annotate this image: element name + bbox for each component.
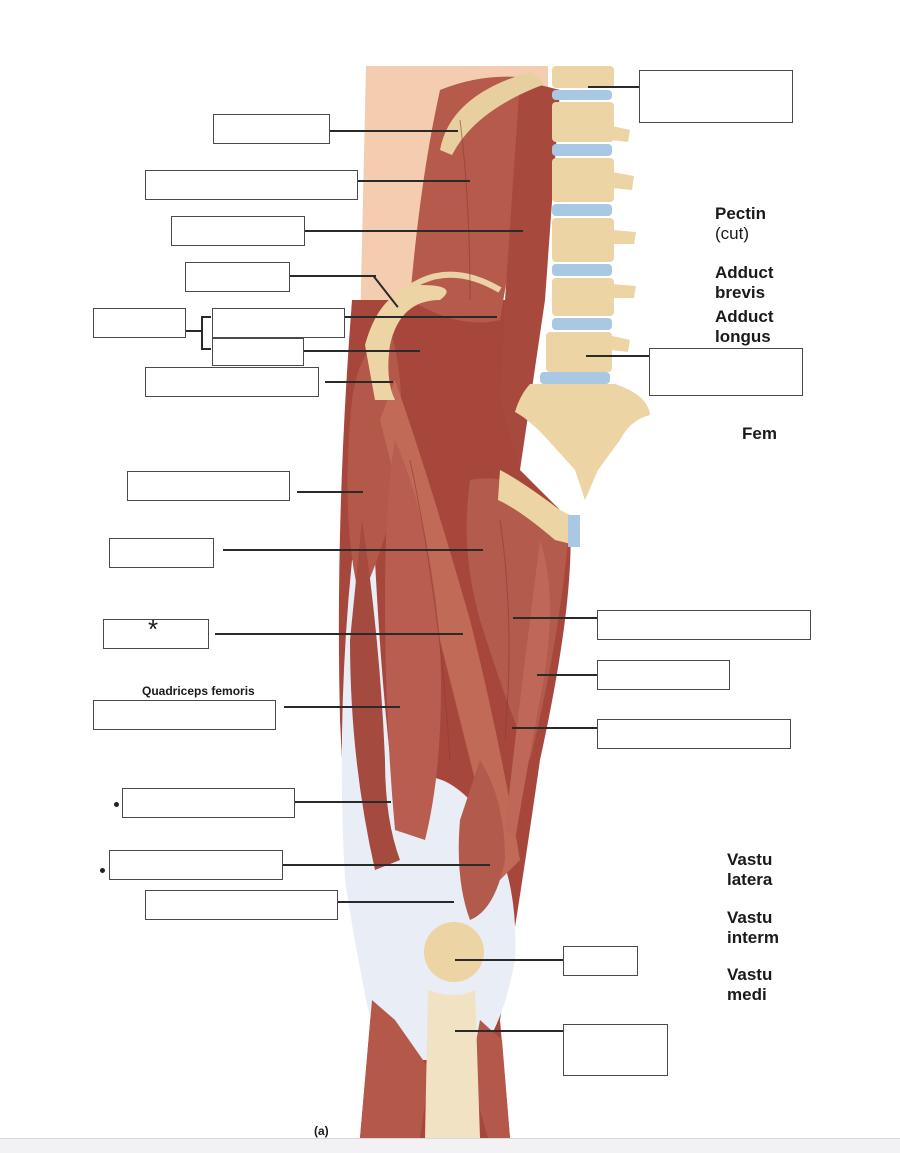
leader-line xyxy=(345,316,497,318)
leader-line xyxy=(537,674,598,676)
leader-line xyxy=(586,355,650,357)
bottom-bar xyxy=(0,1138,900,1153)
rectus-femoris xyxy=(385,440,441,840)
answer-box-3[interactable] xyxy=(171,216,305,246)
leader-line xyxy=(512,727,598,729)
side-label-adductor-longus: Adduct longus xyxy=(715,307,774,346)
leader-line xyxy=(283,864,490,866)
transverse-process xyxy=(612,284,636,298)
answer-box-5[interactable] xyxy=(93,308,186,338)
transverse-process xyxy=(612,336,630,352)
leader-line xyxy=(455,1030,563,1032)
vertebra xyxy=(552,218,614,262)
disc xyxy=(552,318,612,330)
answer-box-15[interactable] xyxy=(145,890,338,920)
side-label-femur: Fem xyxy=(742,424,777,443)
lower-leg xyxy=(360,1000,430,1138)
side-label-adductor-brevis: Adduct brevis xyxy=(715,263,774,302)
leader-line xyxy=(513,617,598,619)
leader-line xyxy=(295,801,391,803)
answer-box-7[interactable] xyxy=(212,338,304,366)
leader-line xyxy=(290,275,376,277)
leader-line xyxy=(338,901,454,903)
answer-box-11[interactable] xyxy=(103,619,209,649)
vastus-medialis xyxy=(458,760,505,920)
side-label-vastus-lateralis: Vastu latera xyxy=(727,850,773,889)
leader-line xyxy=(215,633,463,635)
leader-line xyxy=(297,491,363,493)
transverse-process xyxy=(612,230,636,244)
transverse-process xyxy=(612,126,630,142)
bracket xyxy=(201,316,211,350)
answer-box-13[interactable] xyxy=(122,788,295,818)
disc xyxy=(552,90,612,100)
answer-box-19[interactable] xyxy=(597,660,730,690)
leader-line xyxy=(455,959,563,961)
pubic-symphysis xyxy=(568,515,580,547)
leader-line xyxy=(330,130,458,132)
answer-box-21[interactable] xyxy=(563,946,638,976)
iliacus xyxy=(410,76,540,323)
quadriceps-femoris-label: Quadriceps femoris xyxy=(142,684,255,698)
lower-leg-medial xyxy=(470,1020,510,1138)
patella xyxy=(424,922,484,982)
gracilis xyxy=(505,540,550,840)
answer-box-10[interactable] xyxy=(109,538,214,568)
adductor-group xyxy=(466,478,570,760)
sacrum xyxy=(515,384,650,500)
vertebra xyxy=(552,102,614,142)
pubic-bone xyxy=(498,470,580,545)
answer-box-20[interactable] xyxy=(597,719,791,749)
bracket-line xyxy=(186,330,202,332)
vertebra xyxy=(552,278,614,316)
leader-line xyxy=(358,180,470,182)
leader-line xyxy=(304,350,420,352)
vastus-lateralis xyxy=(350,520,400,870)
answer-box-6[interactable] xyxy=(212,308,345,338)
answer-box-14[interactable] xyxy=(109,850,283,880)
answer-box-8[interactable] xyxy=(145,367,319,397)
answer-box-2[interactable] xyxy=(145,170,358,200)
answer-box-4[interactable] xyxy=(185,262,290,292)
lumbar-spine xyxy=(540,66,636,384)
bullet-marker xyxy=(100,868,105,873)
leader-line xyxy=(223,549,483,551)
transverse-process xyxy=(612,172,634,190)
vertebra xyxy=(546,332,612,372)
answer-box-9[interactable] xyxy=(127,471,290,501)
leader-line xyxy=(305,230,523,232)
leader-line xyxy=(325,381,393,383)
iliac-crest xyxy=(440,72,545,155)
leader-line xyxy=(588,86,640,88)
vertebra xyxy=(552,158,614,202)
disc xyxy=(552,144,612,156)
asterisk-marker: * xyxy=(148,614,159,644)
leader-line xyxy=(284,706,400,708)
disc xyxy=(552,264,612,276)
bullet-marker xyxy=(114,802,119,807)
disc xyxy=(552,204,612,216)
muscle-fiber xyxy=(459,119,471,301)
muscle-fiber xyxy=(499,519,510,741)
side-label-pectineus: Pectin (cut) xyxy=(715,204,767,243)
disc xyxy=(540,372,610,384)
answer-box-17[interactable] xyxy=(649,348,803,396)
patellar-ligament xyxy=(425,990,480,1138)
muscle-fiber xyxy=(409,459,451,761)
answer-box-18[interactable] xyxy=(597,610,811,640)
psoas-major xyxy=(500,80,560,470)
answer-box-12[interactable] xyxy=(93,700,276,730)
answer-box-1[interactable] xyxy=(213,114,330,144)
hip-rim xyxy=(365,285,447,400)
answer-box-16[interactable] xyxy=(639,70,793,123)
panel-label: (a) xyxy=(314,1124,329,1138)
answer-box-22[interactable] xyxy=(563,1024,668,1076)
side-label-vastus-intermedius: Vastu interm xyxy=(727,908,779,947)
side-label-vastus-medialis: Vastu medi xyxy=(727,965,773,1004)
vertebra xyxy=(552,66,614,88)
